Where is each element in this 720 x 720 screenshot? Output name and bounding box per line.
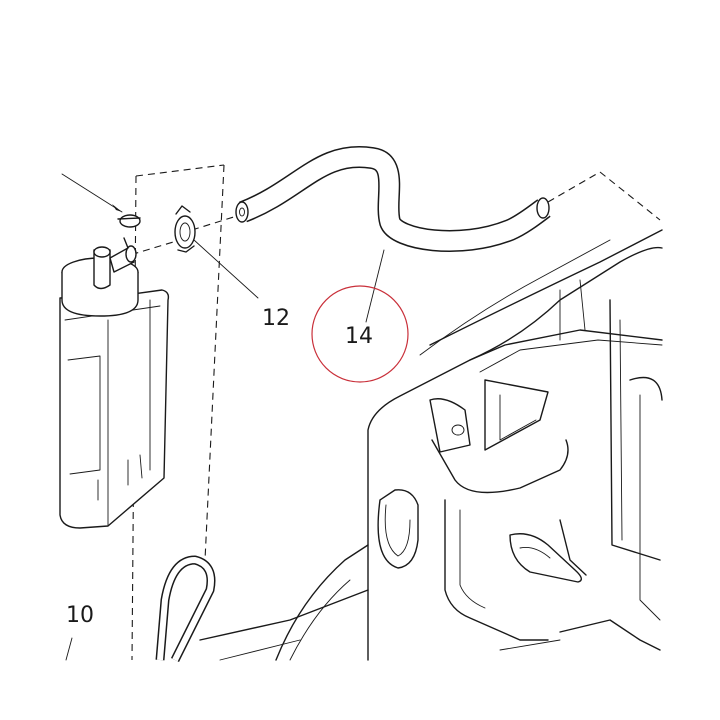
hose-clamp xyxy=(174,205,196,253)
callout-14: 14 xyxy=(345,324,373,349)
callout-12: 12 xyxy=(262,306,290,331)
leader-clip xyxy=(61,173,123,213)
lower-hose xyxy=(155,555,216,663)
callout-10: 10 xyxy=(66,603,94,628)
callout-highlight-circle xyxy=(311,285,409,383)
vapor-canister xyxy=(59,245,170,529)
body-panel xyxy=(199,229,663,661)
leader-arrow xyxy=(112,204,122,212)
leader-12 xyxy=(193,239,259,299)
leader-14 xyxy=(365,249,385,323)
dashed-boundary xyxy=(119,164,661,661)
leader-10 xyxy=(65,637,73,661)
vent-hose xyxy=(235,145,551,252)
hose-clip-small xyxy=(117,214,141,249)
